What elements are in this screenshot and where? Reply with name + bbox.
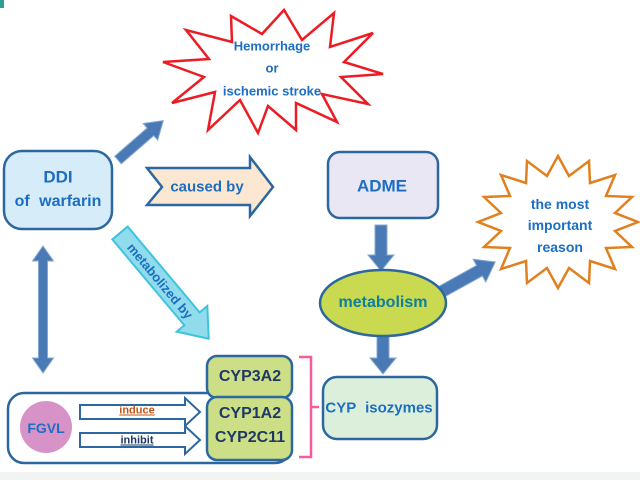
cyp3a2-label: CYP3A2 <box>218 368 282 385</box>
ddi-box-shape <box>2 149 114 231</box>
adme-box-shape <box>326 150 440 220</box>
cyp1a2-label: CYP1A2 <box>218 405 282 422</box>
hemorrhage-line2: or <box>265 60 279 76</box>
arrow-metabolism-to-cyp <box>368 335 398 375</box>
cyp2c11-label: CYP2C11 <box>214 429 286 446</box>
hemorrhage-burst-shape <box>162 7 384 137</box>
important-line1: the most <box>530 196 590 212</box>
corner-mark <box>0 0 4 8</box>
hemorrhage-line3: ischemic stroke <box>222 83 322 99</box>
bottom-strip <box>0 472 640 480</box>
important-line2: important <box>527 217 593 233</box>
arrow-ddi-to-hemorrhage <box>114 120 164 165</box>
cyp-isozymes-box-shape <box>321 375 439 441</box>
fgvl-circle-shape <box>20 401 72 453</box>
caused-by-arrow-shape <box>144 153 275 220</box>
ddi-line1: DDI <box>43 167 73 187</box>
ddi-line2: of warfarin <box>14 193 102 210</box>
pink-bracket <box>299 355 319 459</box>
inhibit-label: inhibit <box>120 434 154 447</box>
metabolism-ellipse-shape <box>318 268 448 338</box>
arrow-adme-to-metabolism <box>366 224 396 272</box>
induce-label: induce <box>119 404 155 417</box>
adme-label: ADME <box>356 176 408 196</box>
metabolized-by-arrow-shape <box>110 225 210 340</box>
cyp-isozymes-label: CYP isozymes <box>325 399 433 417</box>
cyp1a2-cyp2c11-box-shape <box>205 395 294 462</box>
inhibit-arrow-shape <box>79 423 202 457</box>
arrow-metabolism-to-reason <box>437 258 496 298</box>
fgvl-label: FGVL <box>27 420 65 436</box>
important-line3: reason <box>537 239 583 255</box>
caused-by-label: caused by <box>170 178 244 196</box>
double-arrow-ddi-fgvl <box>31 245 55 374</box>
metabolism-label: metabolism <box>338 294 428 311</box>
hemorrhage-line1: Hemorrhage <box>233 38 311 54</box>
induce-arrow-shape <box>79 395 202 429</box>
important-reason-burst-shape <box>474 153 640 291</box>
